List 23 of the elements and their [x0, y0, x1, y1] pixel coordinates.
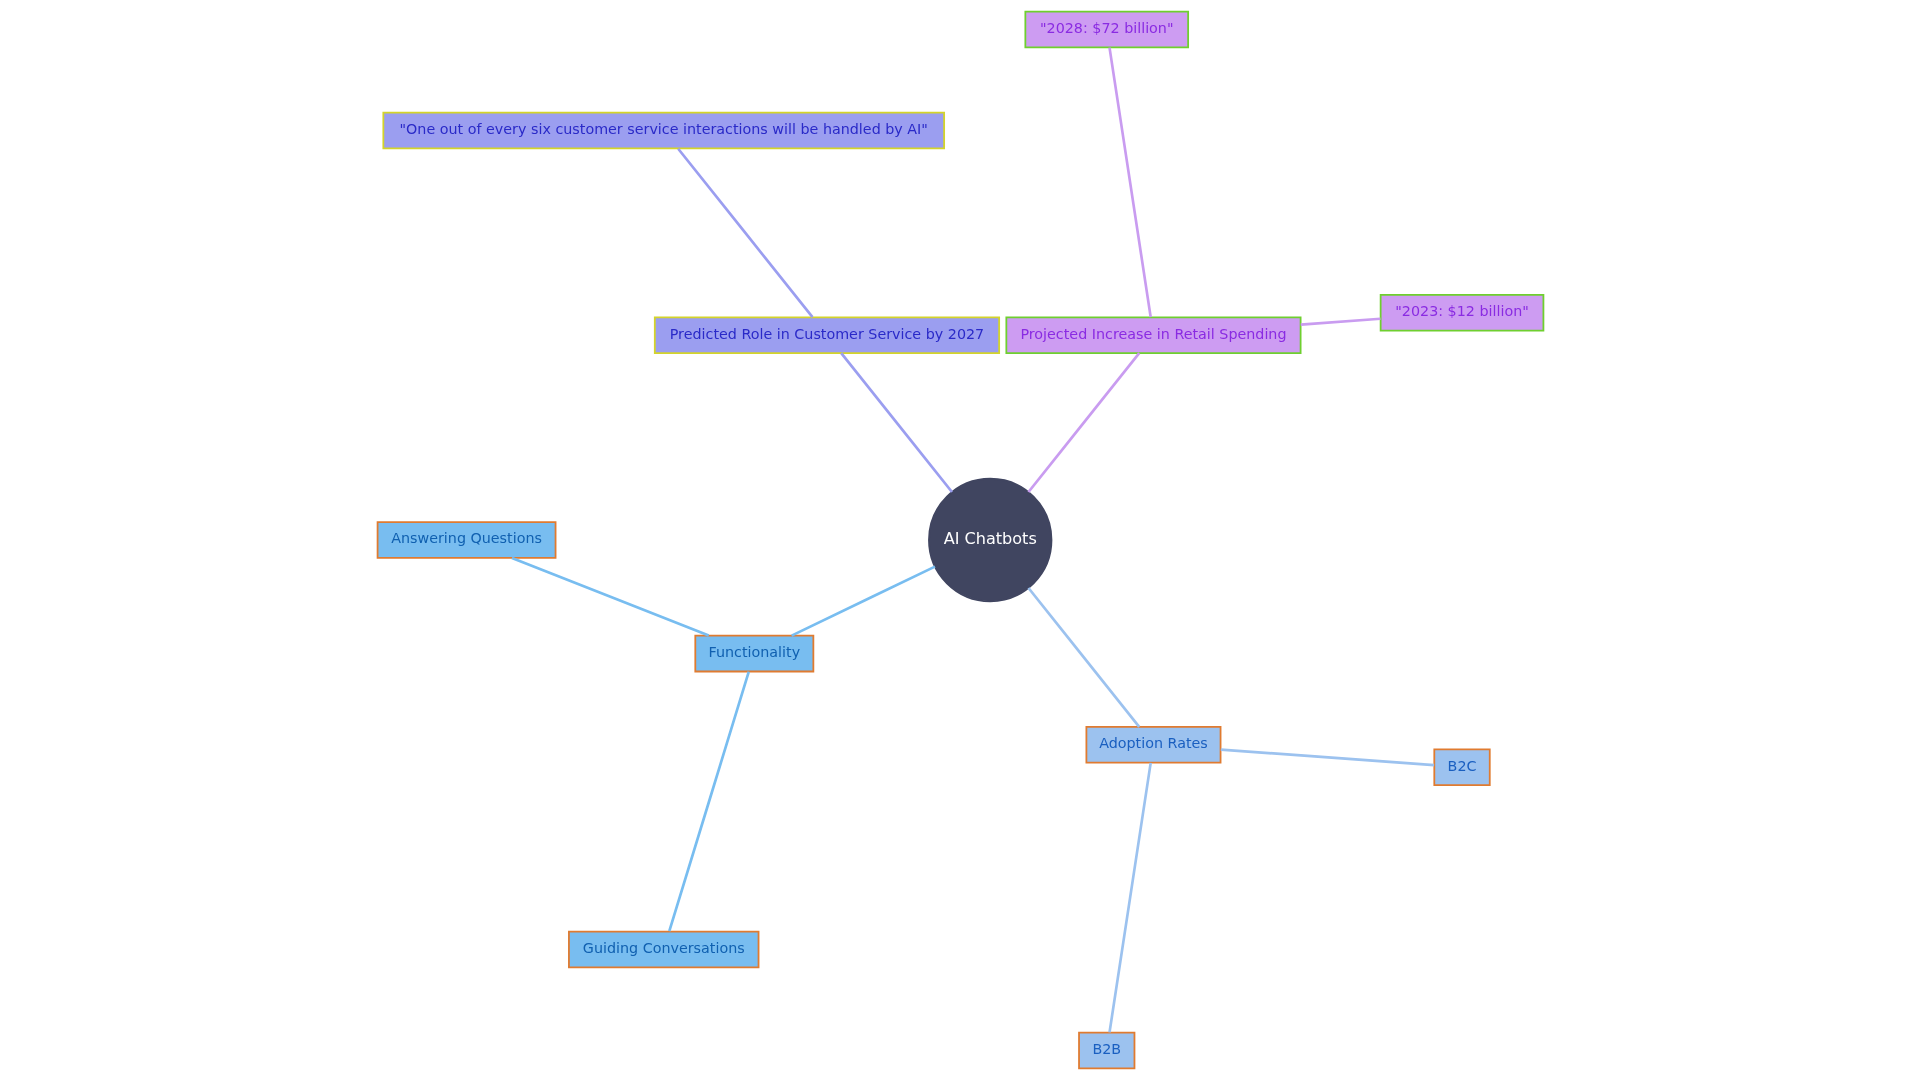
connector [667, 671, 750, 932]
node-box: Adoption Rates [1085, 725, 1221, 764]
node-box: B2C [1432, 748, 1491, 786]
connector [1220, 748, 1434, 767]
connector [676, 147, 814, 318]
node-box: Answering Questions [376, 521, 556, 559]
connector [1026, 587, 1140, 728]
connector [839, 352, 953, 493]
node-box: B2B [1077, 1031, 1135, 1070]
node-box: Guiding Conversations [567, 930, 759, 969]
connector [1107, 47, 1152, 318]
node-box: "2028: $72 billion" [1023, 10, 1189, 49]
connector [1026, 352, 1140, 493]
connector [1300, 317, 1381, 326]
connector [790, 565, 935, 637]
node-box: Predicted Role in Customer Service by 2027 [653, 316, 1000, 355]
node-box: Projected Increase in Retail Spending [1004, 316, 1301, 355]
node-circle: AI Chatbots [927, 477, 1052, 603]
node-box: "2023: $12 billion" [1379, 294, 1544, 332]
node-box: "One out of every six customer service interactions will be handled by AI" [381, 111, 945, 150]
node-box: Functionality [693, 634, 814, 673]
connector [1107, 762, 1152, 1033]
connector [510, 556, 709, 637]
